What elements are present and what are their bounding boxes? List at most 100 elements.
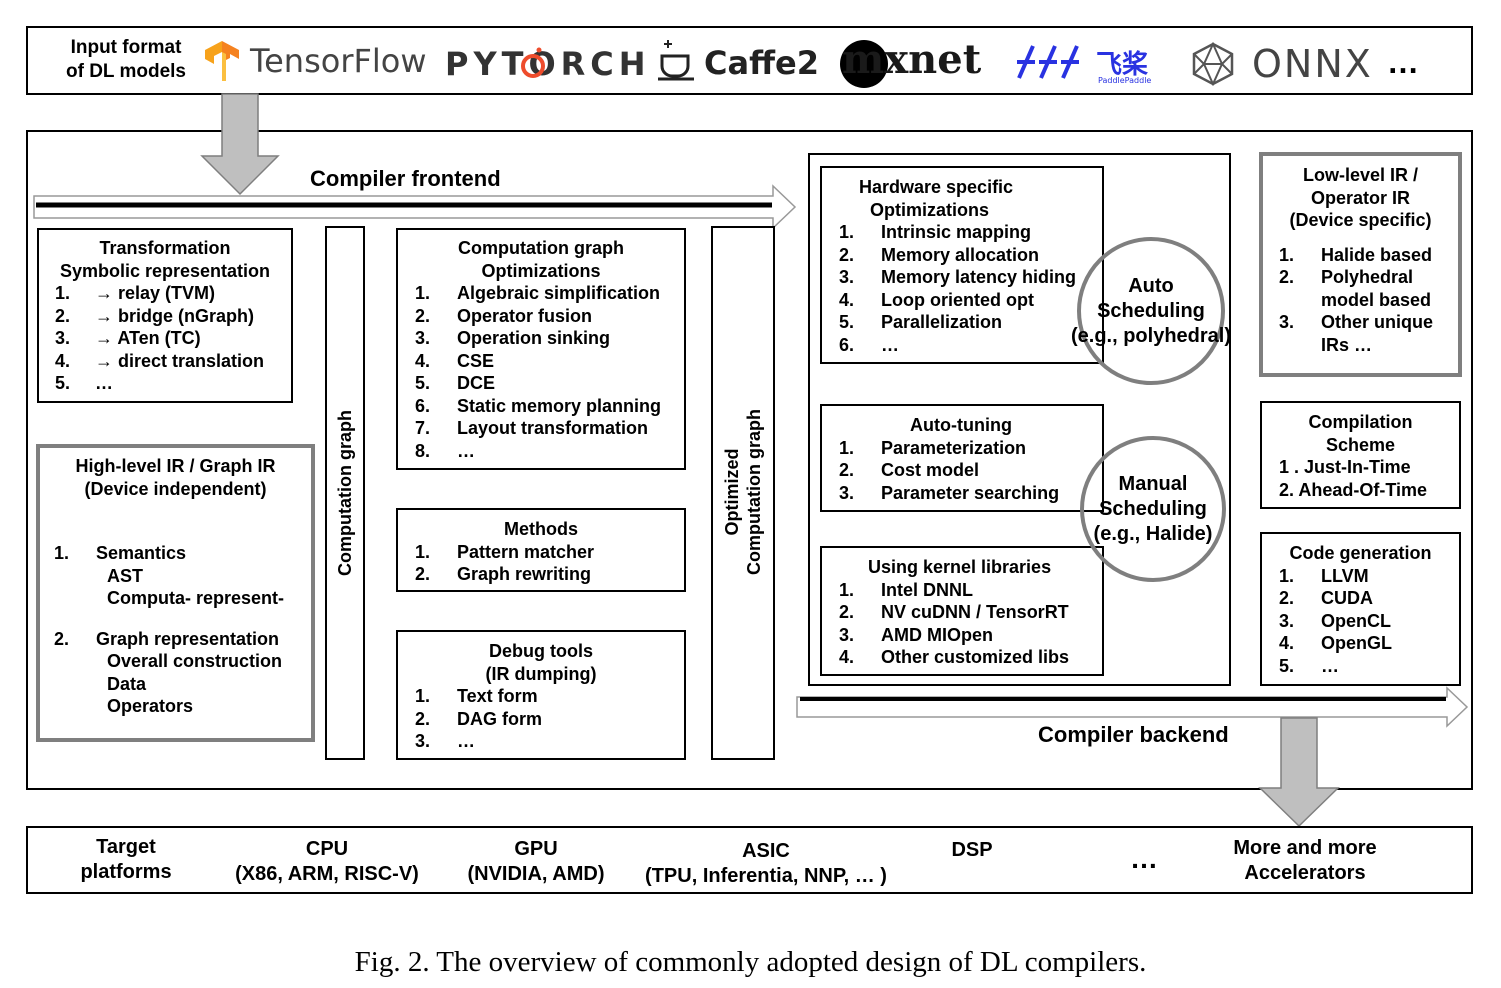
- list-item: 5.…: [55, 373, 113, 393]
- manual-scheduling-circle: Manual Scheduling (e.g., Halide): [1080, 436, 1226, 582]
- list-item: 6.Static memory planning: [415, 395, 662, 416]
- list-item: 4.Loop oriented opt: [839, 289, 1034, 310]
- mxnet-icon: [840, 40, 888, 88]
- auto-tuning-box: Auto-tuning 1.Parameterization 2.Cost mo…: [820, 404, 1104, 512]
- more-frameworks: …: [1387, 44, 1419, 80]
- graph-opt-title: Computation graph: [458, 238, 624, 258]
- list-item: 4.CSE: [415, 350, 495, 371]
- graph-opt-subtitle: Optimizations: [481, 260, 601, 281]
- high-level-ir-subtitle: (Device independent): [84, 478, 267, 499]
- debug-tools-box: Debug tools (IR dumping) 1.Text form 2.D…: [396, 630, 686, 760]
- debug-title: Debug tools: [489, 641, 593, 661]
- kernel-libraries-box: Using kernel libraries 1.Intel DNNL 2.NV…: [820, 546, 1104, 676]
- methods-title: Methods: [504, 519, 578, 539]
- list-item: 2.CUDA: [1279, 588, 1373, 608]
- hardware-opt-box: Hardware specific Optimizations 1.Intrin…: [820, 166, 1104, 364]
- computation-graph-box: [325, 226, 365, 760]
- transformation-subtitle: Symbolic representation: [59, 260, 271, 281]
- list-item: 2.DAG form: [415, 708, 542, 729]
- list-item: 3.Memory latency hiding: [839, 267, 1077, 287]
- asic-platform: ASIC (TPU, Inferentia, NNP, … ): [645, 840, 887, 887]
- list-item: 2.→ bridge (nGraph): [55, 305, 254, 326]
- list-item: 1.Intel DNNL: [839, 579, 973, 600]
- list-item: 4.Other customized libs: [839, 647, 1070, 667]
- list-item: 6.…: [839, 334, 899, 355]
- low-level-ir-box: Low-level IR / Operator IR (Device speci…: [1259, 152, 1462, 377]
- list-item: Overall construction: [107, 651, 283, 671]
- backend-label: Compiler backend: [1038, 722, 1229, 747]
- low-level-ir-device: (Device specific): [1289, 210, 1432, 230]
- onnx-icon: [1192, 42, 1234, 86]
- list-item: 4.→ direct translation: [55, 350, 265, 371]
- list-item: 2.Operator fusion: [415, 305, 593, 326]
- list-item: 1.Halide based: [1279, 244, 1433, 265]
- list-item: 5.…: [1279, 655, 1339, 676]
- caffe2-cup-icon: [658, 40, 694, 81]
- dsp-platform: DSP: [951, 839, 993, 861]
- list-item: 2. Ahead-Of-Time: [1279, 479, 1428, 500]
- high-level-ir-title: High-level IR / Graph IR: [75, 456, 276, 476]
- cpu-platform: CPU (X86, ARM, RISC-V): [235, 838, 419, 885]
- transformation-title: Transformation: [99, 238, 231, 258]
- input-format-label: Input format of DL models: [66, 37, 186, 82]
- list-item: IRs …: [1321, 334, 1373, 355]
- list-item: 2.Graph representation: [54, 628, 280, 649]
- more-platforms-ellipsis: …: [1130, 843, 1158, 874]
- list-item: 3.AMD MIOpen: [839, 624, 993, 645]
- list-item: 2.Memory allocation: [839, 244, 1040, 265]
- low-level-ir-subtitle: Operator IR: [1310, 187, 1411, 208]
- auto-scheduling-circle: Auto Scheduling (e.g., polyhedral): [1071, 237, 1231, 385]
- list-item: 3.Operation sinking: [415, 328, 611, 348]
- target-platforms-bar: [26, 826, 1473, 894]
- list-item: Computa- represent-: [107, 588, 285, 608]
- list-item: 1.Semantics: [54, 543, 187, 563]
- list-item: 5.DCE: [415, 373, 496, 393]
- gpu-platform: GPU (NVIDIA, AMD): [467, 838, 605, 885]
- paddle-icon: [1017, 45, 1079, 79]
- list-item: 3.…: [415, 731, 475, 751]
- pytorch-logo: PYTORCH: [445, 45, 651, 83]
- figure-caption: Fig. 2. The overview of commonly adopted…: [354, 946, 1147, 978]
- list-item: model based: [1321, 289, 1432, 310]
- list-item: 2.Graph rewriting: [415, 564, 592, 584]
- list-item: 1.Pattern matcher: [415, 541, 595, 562]
- list-item: Data: [107, 673, 147, 694]
- hw-opt-title: Hardware specific: [859, 177, 1014, 197]
- methods-box: Methods 1.Pattern matcher 2.Graph rewrit…: [396, 508, 686, 592]
- tensorflow-logo: TensorFlow: [250, 42, 427, 80]
- transformation-box: Transformation Symbolic representation 1…: [37, 228, 293, 403]
- list-item: 4.OpenGL: [1279, 633, 1392, 653]
- list-item: 1.Parameterization: [839, 437, 1027, 458]
- optimized-graph-label: Optimized Computation graph: [722, 409, 764, 575]
- high-level-ir-box: High-level IR / Graph IR (Device indepen…: [36, 444, 315, 742]
- paddle-logo-en: PaddlePaddle: [1098, 76, 1152, 85]
- debug-subtitle: (IR dumping): [485, 663, 597, 684]
- list-item: 3.Other unique: [1279, 312, 1433, 332]
- paddle-logo-cn: 飞桨: [1096, 50, 1149, 80]
- list-item: 1 . Just-In-Time: [1279, 457, 1411, 477]
- codegen-title: Code generation: [1289, 543, 1432, 563]
- list-item: 1.LLVM: [1279, 565, 1369, 586]
- onnx-logo: ONNX: [1252, 42, 1373, 86]
- caffe2-logo: Caffe2: [704, 44, 819, 82]
- computation-graph-label: Computation graph: [335, 410, 355, 576]
- compilation-scheme-box: Compilation Scheme 1 . Just-In-Time 2. A…: [1260, 401, 1461, 509]
- list-item: 1.→ relay (TVM): [55, 283, 216, 303]
- list-item: AST: [107, 565, 143, 586]
- list-item: 3.Parameter searching: [839, 482, 1060, 503]
- list-item: 1.Text form: [415, 686, 538, 706]
- list-item: 5.Parallelization: [839, 312, 1003, 332]
- more-accelerators: More and more Accelerators: [1233, 837, 1377, 884]
- tensorflow-icon: [205, 41, 239, 81]
- target-platforms-label: Target platforms: [80, 836, 172, 883]
- compilation-subtitle: Scheme: [1325, 434, 1396, 455]
- list-item: 8.…: [415, 440, 475, 461]
- frontend-label: Compiler frontend: [310, 166, 501, 191]
- kernel-libs-title: Using kernel libraries: [868, 557, 1052, 577]
- list-item: 1.Algebraic simplification: [415, 283, 661, 303]
- list-item: 7.Layout transformation: [415, 418, 649, 438]
- list-item: 2.Polyhedral: [1279, 267, 1414, 287]
- list-item: 2.Cost model: [839, 460, 980, 480]
- list-item: 3.→ ATen (TC): [55, 328, 201, 348]
- list-item: 3.OpenCL: [1279, 610, 1391, 631]
